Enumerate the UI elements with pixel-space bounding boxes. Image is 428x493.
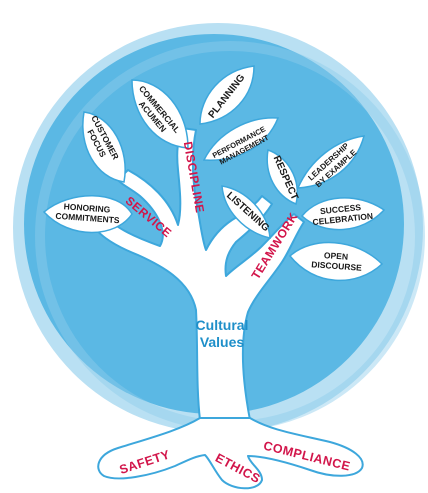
leaf-honoring-commitments <box>42 195 133 234</box>
leaf-open-discourse <box>288 241 384 282</box>
leaf-success-celebration <box>300 197 386 231</box>
inner-circle <box>24 34 404 414</box>
leaf-label-open-discourse: OPEN DISCOURSE <box>311 249 363 272</box>
center-label-line2: Values <box>200 334 245 350</box>
leaves <box>42 65 386 282</box>
center-label-line1: Cultural <box>196 317 249 333</box>
leaf-customer-focus <box>82 111 126 183</box>
leaf-performance-management <box>202 117 280 161</box>
leaf-label-honoring-commitments: HONORING COMMITMENTS <box>55 201 121 225</box>
tree-roots <box>97 417 364 490</box>
leaf-respect <box>266 149 298 206</box>
leaf-planning <box>199 65 255 125</box>
leaf-listening <box>221 185 271 239</box>
leaf-commercial-acumen <box>131 79 189 149</box>
leaf-leadership-by-example <box>296 135 366 189</box>
